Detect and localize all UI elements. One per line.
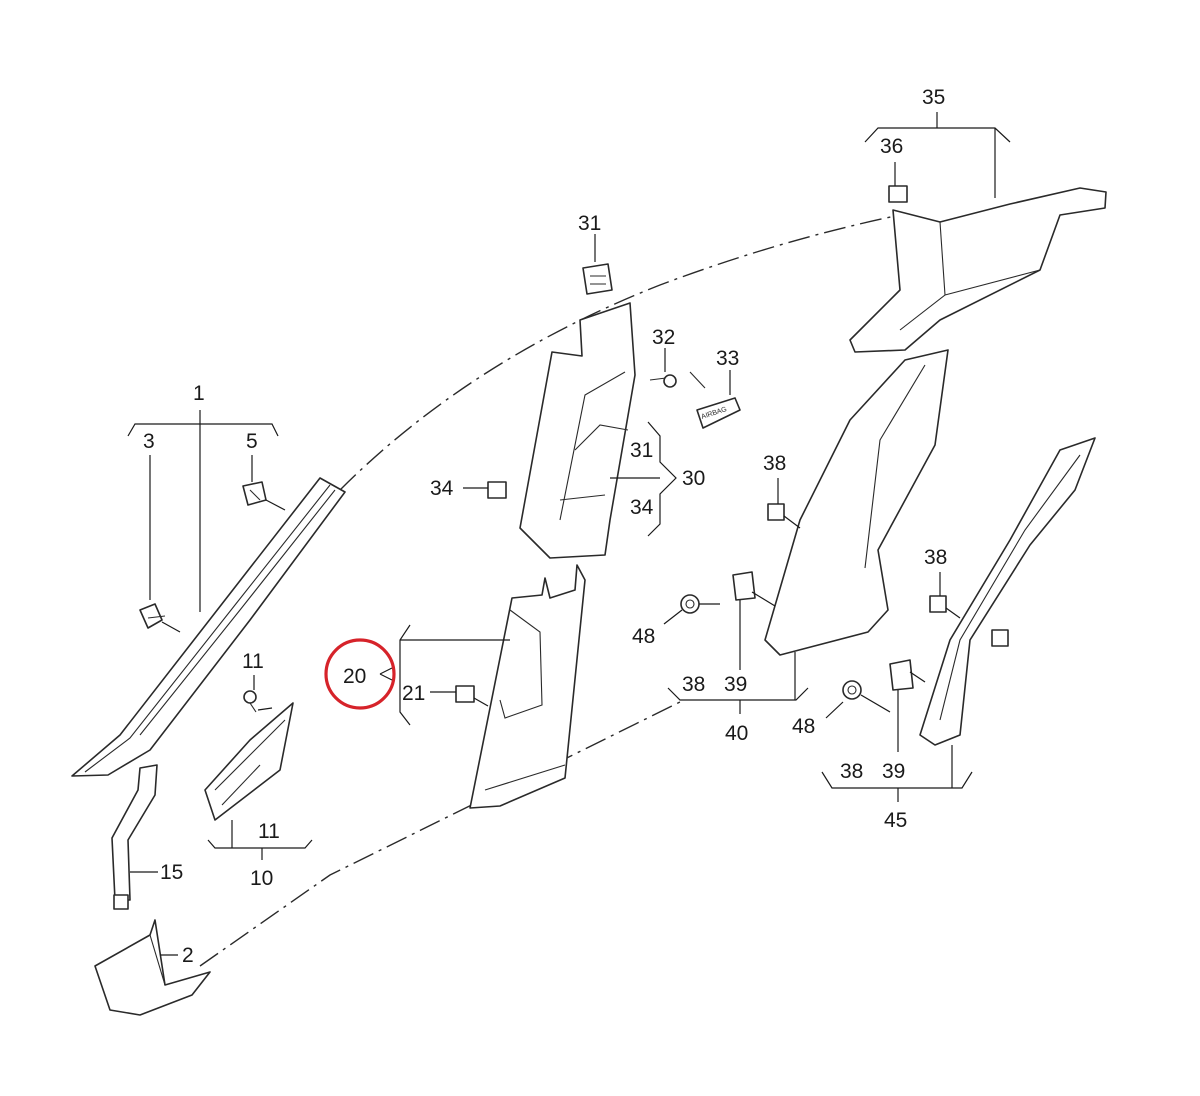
callout-2: 2	[182, 944, 194, 967]
clip-38-d	[991, 629, 1009, 647]
b-pillar-lower-20	[469, 564, 586, 809]
callout-40: 40	[725, 722, 748, 745]
clip-31	[582, 263, 613, 295]
callout-1: 1	[193, 382, 205, 405]
callout-38-c: 38	[924, 546, 947, 569]
callout-labels: 1 3 5 11 11 10 15 2 20 21 31 32 33 31 30…	[143, 86, 947, 967]
clip-21	[455, 685, 475, 703]
callout-34-side: 34	[630, 496, 654, 519]
sill-step-2	[94, 919, 211, 1016]
screw-32	[649, 374, 677, 388]
callout-48-a: 48	[632, 625, 655, 648]
callout-11-lower: 11	[258, 820, 280, 843]
callout-39-a: 39	[724, 673, 747, 696]
clip-38-a	[767, 503, 785, 521]
callout-38-a: 38	[763, 452, 786, 475]
bracket-15	[111, 764, 158, 910]
a-pillar-trim	[71, 477, 346, 777]
clip-36	[888, 185, 908, 203]
nut-48-a	[680, 594, 700, 614]
clip-34	[487, 481, 507, 499]
c-pillar-trim-40	[764, 349, 949, 656]
callout-11-upper: 11	[242, 650, 264, 673]
airbag-badge-33: AIRBAG	[689, 371, 741, 429]
callout-45: 45	[884, 809, 907, 832]
callout-20: 20	[343, 665, 366, 688]
leader-lines	[127, 112, 1011, 956]
callout-39-b: 39	[882, 760, 905, 783]
vehicle-outline-arc-upper	[339, 214, 901, 491]
highlight-circle	[324, 638, 396, 710]
clip-3	[139, 603, 166, 629]
nut-48-b	[842, 680, 862, 700]
callout-48-b: 48	[792, 715, 815, 738]
callout-21: 21	[402, 682, 425, 705]
callout-34-left: 34	[430, 477, 454, 500]
callout-31-top: 31	[578, 212, 601, 235]
clip-11	[243, 690, 257, 713]
callout-5: 5	[246, 430, 258, 453]
callout-15: 15	[160, 861, 183, 884]
clip-38-c	[929, 595, 947, 613]
callout-31-side: 31	[630, 439, 653, 462]
clip-5	[242, 481, 267, 506]
callout-30: 30	[682, 467, 705, 490]
lower-trim-10	[204, 702, 294, 821]
callout-35: 35	[922, 86, 945, 109]
c-pillar-upper-35	[849, 187, 1107, 353]
clip-39-b	[889, 659, 914, 691]
callout-10: 10	[250, 867, 273, 890]
callout-3: 3	[143, 430, 155, 453]
callout-38-b: 38	[682, 673, 705, 696]
callout-36: 36	[880, 135, 903, 158]
callout-32: 32	[652, 326, 675, 349]
clip-39-a	[732, 571, 756, 601]
d-pillar-trim-45	[919, 437, 1096, 746]
b-pillar-upper-30	[519, 302, 636, 559]
callout-38-d: 38	[840, 760, 863, 783]
callout-33: 33	[716, 347, 739, 370]
